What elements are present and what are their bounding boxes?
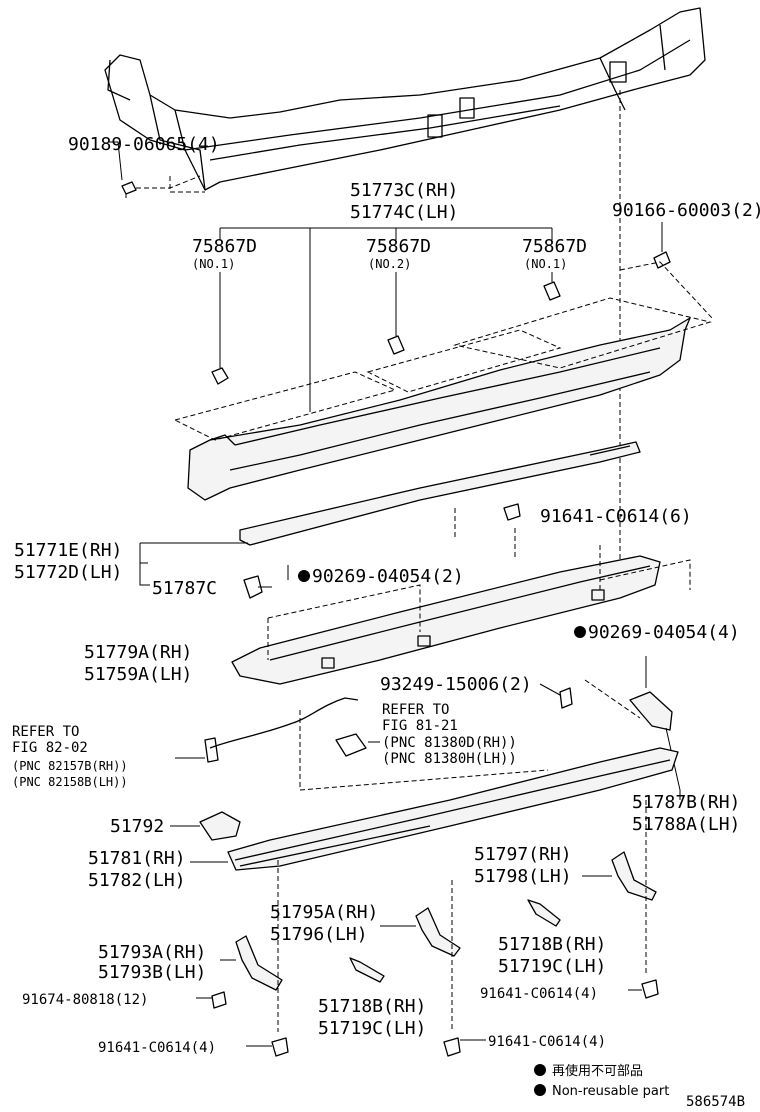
label-75867d-3-no: (NO.1) [524,257,567,271]
label-refer-82-b: FIG 82-02 [12,740,88,756]
label-75867d-1: 75867D [192,236,257,257]
bracket-51792 [199,811,241,841]
label-refer-81-c: (PNC 81380D(RH)) [382,735,517,751]
label-75867d-2-no: (NO.2) [368,257,411,271]
label-51719c-left: 51719C(LH) [318,1018,426,1039]
bolt-90189-icon [121,181,137,198]
label-91641-4-right: 91641-C0614(4) [480,986,598,1002]
label-51759a: 51759A(LH) [84,664,192,685]
label-refer-82-d: (PNC 82158B(LH)) [12,775,128,789]
bolt-91641-icon [271,979,659,1057]
label-51773c: 51773C(RH) [350,180,458,201]
legend-dot-icon [534,1064,546,1076]
label-51788a: 51788A(LH) [632,814,740,835]
label-75867d-3: 75867D [522,236,587,257]
trim-piece-51718b [349,899,561,983]
label-51787c: 51787C [152,578,217,599]
label-refer-81-d: (PNC 81380H(LH)) [382,751,517,767]
label-51782: 51782(LH) [88,870,186,891]
bracket-51787b [629,691,673,731]
bolt-91641-icon [503,503,521,521]
legend-jp: 再使用不可部品 [552,1063,643,1079]
label-51718b-left: 51718B(RH) [318,996,426,1017]
running-board-rail [227,747,679,871]
label-refer-81-a: REFER TO [382,702,449,718]
label-51718b-right: 51718B(RH) [498,934,606,955]
bracket-51795a [415,907,461,957]
label-51792: 51792 [110,816,164,837]
frame-rail [104,7,706,191]
clip-51787c-icon [243,575,263,599]
legend-en: Non-reusable part [552,1084,669,1099]
label-90166: 90166-60003(2) [612,200,760,221]
label-refer-82-a: REFER TO [12,724,79,740]
step-cover [187,317,691,501]
label-93249: 93249-15006(2) [380,674,532,695]
bolt-90166-icon [653,251,671,269]
bracket-51797 [611,851,657,901]
step-inner-panel [231,555,661,685]
bracket-51793a [235,935,283,991]
label-90189: 90189-06065(4) [68,134,220,155]
label-91641-6: 91641-C0614(6) [540,506,692,527]
clip-75867d-icon [211,281,561,385]
label-51781: 51781(RH) [88,848,186,869]
label-51787b: 51787B(RH) [632,792,740,813]
nonreusable-dot-icon [574,626,586,638]
label-90269-4: 90269-04054(4) [588,622,740,643]
label-51793a: 51793A(RH) [98,942,206,963]
bolt-91674-icon [211,991,227,1009]
label-51779a: 51779A(RH) [84,642,192,663]
label-51795a: 51795A(RH) [270,902,378,923]
label-51797: 51797(RH) [474,844,572,865]
label-51774c: 51774C(LH) [350,202,458,223]
label-51793b: 51793B(LH) [98,962,206,983]
label-refer-81-b: FIG 81-21 [382,718,458,734]
label-51772d: 51772D(LH) [14,562,122,583]
label-51719c-right: 51719C(LH) [498,956,606,977]
label-91641-4-center: 91641-C0614(4) [488,1034,606,1050]
label-51796: 51796(LH) [270,924,368,945]
label-75867d-1-no: (NO.1) [192,257,235,271]
label-90269-2: 90269-04054(2) [312,566,464,587]
label-51771e: 51771E(RH) [14,540,122,561]
nonreusable-dot-icon [298,570,310,582]
legend-dot-icon [534,1084,546,1096]
label-91641-4-left: 91641-C0614(4) [98,1040,216,1056]
label-91674: 91674-80818(12) [22,992,148,1008]
figure-id: 586574B [686,1094,745,1110]
label-51798: 51798(LH) [474,866,572,887]
label-refer-82-c: (PNC 82157B(RH)) [12,759,128,773]
screw-93249-icon [559,687,573,709]
label-75867d-2: 75867D [366,236,431,257]
lamp-connector [335,733,367,757]
wire-harness [204,697,359,763]
